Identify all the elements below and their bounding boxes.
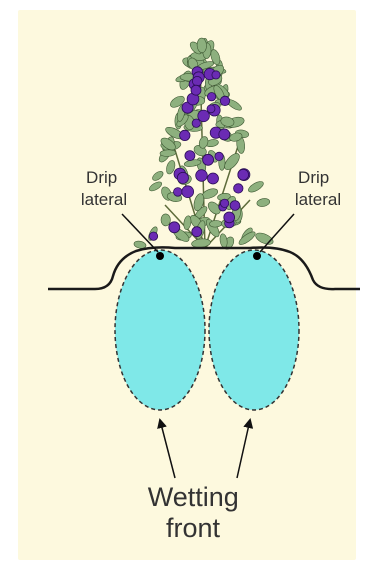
shrub-leaf xyxy=(161,214,171,226)
drip-lateral-left-line2: lateral xyxy=(81,190,127,209)
drip-emitter-right xyxy=(253,252,261,260)
blueberry xyxy=(238,169,249,180)
blueberry xyxy=(169,222,180,233)
blueberry xyxy=(230,201,240,211)
blueberry xyxy=(215,152,223,160)
blueberry xyxy=(182,186,194,198)
blueberry xyxy=(174,188,183,197)
blueberry xyxy=(180,130,190,140)
blueberry xyxy=(177,172,188,183)
wetting-front-line1: Wetting xyxy=(148,482,239,512)
blueberry xyxy=(207,105,215,113)
blueberry xyxy=(192,119,200,127)
blueberry xyxy=(185,151,195,161)
blueberry xyxy=(220,199,228,207)
blueberry xyxy=(224,212,235,223)
blueberry xyxy=(234,184,243,193)
blueberry xyxy=(192,76,202,86)
wetting-bulb-right xyxy=(209,250,299,410)
blueberry xyxy=(196,170,208,182)
drip-emitter-left xyxy=(156,252,164,260)
blueberry xyxy=(212,71,220,79)
blueberry xyxy=(192,227,202,237)
wetting-front-line2: front xyxy=(166,513,221,543)
blueberry xyxy=(208,173,219,184)
blueberry xyxy=(207,93,215,101)
blueberry xyxy=(149,232,157,240)
drip-lateral-right-line1: Drip xyxy=(298,168,329,187)
blueberry xyxy=(203,154,214,165)
blueberry xyxy=(220,96,229,105)
blueberry xyxy=(219,129,230,140)
drip-lateral-left-line1: Drip xyxy=(86,168,117,187)
drip-lateral-right-line2: lateral xyxy=(295,190,341,209)
blueberry xyxy=(191,85,201,95)
wetting-bulb-left xyxy=(115,250,205,410)
